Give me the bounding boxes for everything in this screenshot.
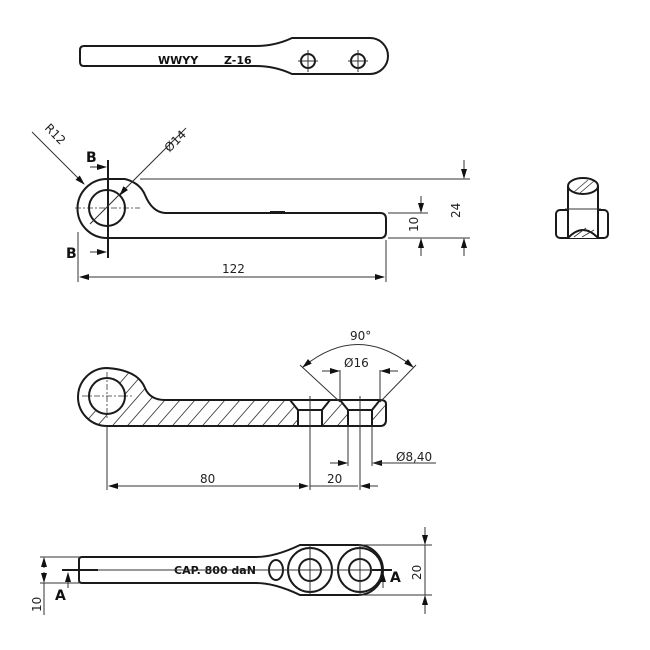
- section-a-outline: [77, 366, 387, 427]
- eye-outer-arc: [76, 178, 108, 239]
- hole-diameter-label: Ø14: [162, 127, 189, 154]
- bottom-view: CAP. 800 daN A A 10 20: [30, 527, 432, 615]
- distance-80-label: 80: [200, 472, 215, 486]
- spacing-20-label: 20: [327, 472, 342, 486]
- length-dimension: 122: [222, 262, 245, 276]
- section-b-view: [555, 177, 609, 239]
- bottom-thickness-label: 10: [30, 597, 44, 612]
- bottom-width-label: 20: [410, 565, 424, 580]
- section-marker-a-left: A: [55, 588, 66, 604]
- top-view: WWYY Z-16: [79, 37, 389, 75]
- front-view-body: [107, 178, 387, 239]
- height-dimension: 24: [449, 203, 463, 218]
- section-marker-b-bottom: B: [66, 246, 77, 262]
- section-marker-a-right: A: [390, 570, 401, 586]
- section-a-view: 90° Ø16 Ø8,40 80 20: [77, 329, 436, 490]
- engraving-z16: Z-16: [224, 54, 252, 67]
- thickness-dimension: 10: [407, 217, 421, 232]
- front-view: B B R12 Ø14 122 10 24: [31, 121, 470, 282]
- radius-label: R12: [42, 121, 69, 148]
- section-b-top-ellipse: [567, 177, 599, 195]
- countersink-diameter-label: Ø16: [344, 356, 369, 370]
- engraving-wwyy: WWYY: [158, 54, 199, 67]
- top-view-outline: [79, 37, 389, 75]
- hole-diameter-840-label: Ø8,40: [396, 450, 432, 464]
- angle-label: 90°: [350, 329, 371, 343]
- section-marker-b-top: B: [86, 150, 97, 166]
